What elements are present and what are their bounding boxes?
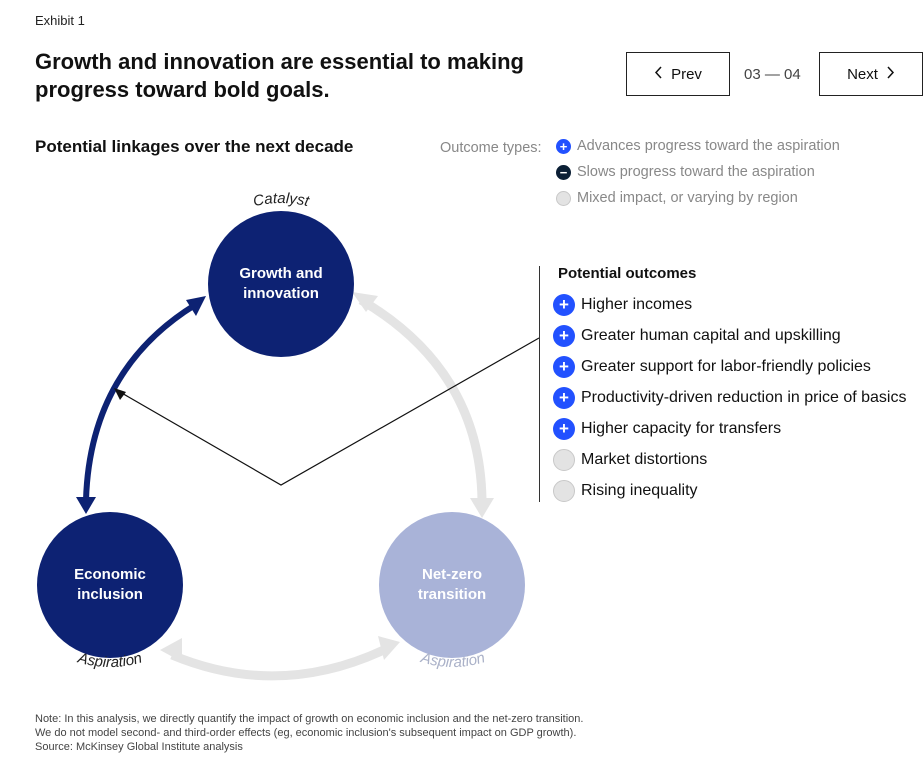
- legend-title: Outcome types:: [440, 140, 542, 156]
- chevron-right-icon: [886, 65, 895, 83]
- mixed-circle-icon: [556, 190, 571, 206]
- outcome-item: + Higher incomes: [553, 294, 692, 316]
- inclusion-netzero-arrow: [170, 643, 390, 681]
- netzero-node-label-line1: Net-zero: [421, 566, 482, 583]
- legend-item-mixed: Mixed impact, or varying by region: [556, 190, 798, 206]
- chevron-left-icon: [654, 65, 663, 83]
- footnote-source: Source: McKinsey Global Institute analys…: [35, 741, 243, 753]
- legend-label: Slows progress toward the aspiration: [577, 164, 815, 180]
- inclusion-node-label: Economic inclusion: [40, 565, 180, 605]
- plus-icon: +: [556, 138, 571, 154]
- legend-label: Advances progress toward the aspiration: [577, 138, 840, 154]
- outcome-label: Productivity-driven reduction in price o…: [581, 389, 907, 406]
- page-counter: 03 — 04: [744, 66, 801, 83]
- outcome-label: Higher incomes: [581, 296, 693, 313]
- plus-icon: +: [553, 294, 575, 316]
- outcome-item: Rising inequality: [553, 480, 698, 502]
- legend-item-advances: + Advances progress toward the aspiratio…: [556, 138, 840, 154]
- next-button-label: Next: [847, 65, 878, 83]
- inclusion-netzero-arrowhead-left: [160, 638, 182, 662]
- outcome-label: Market distortions: [581, 451, 708, 468]
- outcome-label: Rising inequality: [581, 482, 698, 499]
- growth-role-label: Catalyst: [252, 190, 312, 210]
- prev-button-label: Prev: [671, 65, 702, 83]
- growth-inclusion-arrowhead-bottom: [76, 497, 96, 514]
- outcome-label: Greater support for labor-friendly polic…: [581, 358, 871, 375]
- netzero-node: [379, 512, 525, 658]
- outcomes-connector-arrowhead: [114, 388, 126, 400]
- plus-icon: +: [553, 418, 575, 440]
- outcome-label: Higher capacity for transfers: [581, 420, 782, 437]
- prev-button[interactable]: Prev: [626, 52, 730, 96]
- mixed-circle-icon: [553, 449, 575, 471]
- netzero-role-label: Aspiration: [418, 649, 487, 671]
- outcomes-divider: [539, 266, 540, 502]
- outcomes-title: Potential outcomes: [558, 265, 697, 282]
- footnote-note-line1: Note: In this analysis, we directly quan…: [35, 713, 584, 725]
- growth-netzero-arrowhead-bottom: [470, 498, 494, 518]
- growth-node-label: Growth and innovation: [211, 264, 351, 304]
- legend-item-slows: − Slows progress toward the aspiration: [556, 164, 815, 180]
- netzero-node-label-line2: transition: [417, 586, 487, 603]
- outcome-item: + Greater support for labor-friendly pol…: [553, 356, 871, 378]
- plus-icon: +: [553, 325, 575, 347]
- outcomes-connector-line: [119, 337, 540, 486]
- growth-node-label-line1: Growth and: [239, 265, 323, 282]
- inclusion-role-label: Aspiration: [75, 649, 144, 671]
- outcome-label: Greater human capital and upskilling: [581, 327, 841, 344]
- legend-label: Mixed impact, or varying by region: [577, 190, 798, 206]
- diagram-subtitle: Potential linkages over the next decade: [35, 137, 354, 156]
- netzero-node-label: Net-zero transition: [382, 565, 522, 605]
- growth-node-label-line2: innovation: [243, 285, 319, 302]
- growth-netzero-arrow: [358, 296, 487, 501]
- mixed-circle-icon: [553, 480, 575, 502]
- inclusion-node-label-line1: Economic: [74, 566, 146, 583]
- outcome-item: + Greater human capital and upskilling: [553, 325, 841, 347]
- footnote: Note: In this analysis, we directly quan…: [35, 712, 735, 754]
- inclusion-node: [37, 512, 183, 658]
- plus-icon: +: [553, 387, 575, 409]
- outcome-item: Market distortions: [553, 449, 707, 471]
- growth-netzero-arrowhead-top: [352, 292, 378, 312]
- page-title: Growth and innovation are essential to m…: [35, 49, 524, 102]
- growth-inclusion-arrow: [83, 302, 197, 501]
- next-button[interactable]: Next: [819, 52, 923, 96]
- inclusion-netzero-arrowhead-right: [378, 636, 400, 660]
- footnote-note-line2: We do not model second- and third-order …: [35, 727, 577, 739]
- plus-icon: +: [553, 356, 575, 378]
- growth-inclusion-arrowhead-top: [186, 296, 206, 316]
- minus-icon: −: [556, 164, 571, 180]
- growth-node: [208, 211, 354, 357]
- inclusion-node-label-line2: inclusion: [77, 586, 143, 603]
- exhibit-label: Exhibit 1: [35, 13, 85, 28]
- outcome-item: + Productivity-driven reduction in price…: [553, 387, 906, 409]
- outcome-item: + Higher capacity for transfers: [553, 418, 781, 440]
